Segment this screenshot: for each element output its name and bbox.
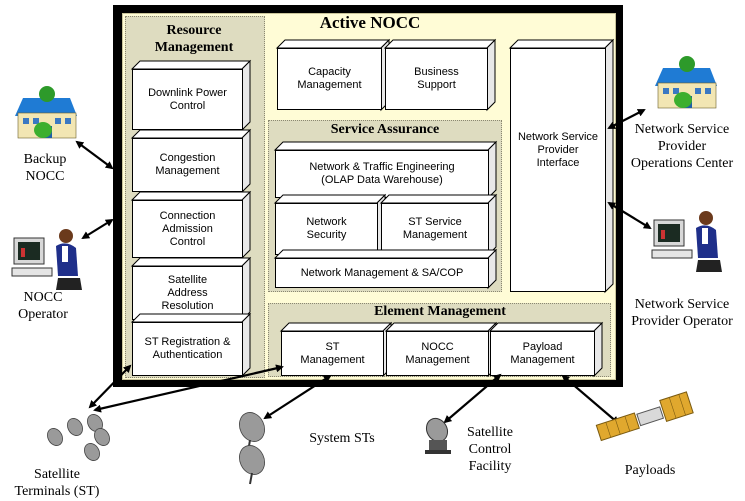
- box-label: Network Security: [275, 203, 378, 255]
- st-service-management-box: ST Service Management: [379, 193, 498, 257]
- satellite-terminals-label: Satellite Terminals (ST): [14, 467, 100, 499]
- satellite-dish-icon: [425, 417, 451, 454]
- box-label: NOCC Management: [386, 331, 489, 376]
- capacity-management-box: Capacity Management: [275, 38, 391, 112]
- building-icon: [655, 56, 717, 109]
- resource-management-title: Resource Management: [154, 23, 234, 55]
- box-label: Network Service Provider Interface: [510, 48, 606, 292]
- congestion-management-box: Congestion Management: [130, 128, 252, 194]
- satellite-control-facility-label: Satellite Control Facility: [467, 425, 513, 474]
- box-label: Capacity Management: [277, 48, 382, 110]
- satellite-dish-icon: [47, 414, 110, 461]
- operator-workstation-icon: [651, 211, 722, 272]
- backup-arrow: [75, 140, 114, 170]
- control-facility-arrow: [443, 373, 502, 424]
- box-label: Satellite Address Resolution: [132, 266, 243, 320]
- system-sts-label: System STs: [309, 431, 375, 446]
- system-sts-arrow: [263, 374, 332, 420]
- box-label: Business Support: [385, 48, 488, 110]
- payloads-label: Payloads: [624, 463, 676, 478]
- nsp-ops-arrow: [607, 109, 646, 129]
- payload-management-box: Payload Management: [488, 321, 604, 378]
- box-label: Congestion Management: [132, 138, 243, 192]
- payloads-arrow: [561, 374, 620, 425]
- nsp-operator-label: Network Service Provider Operator: [631, 297, 733, 329]
- nsp-operations-center-label: Network Service Provider Operations Cent…: [630, 122, 734, 171]
- box-label: Network & Traffic Engineering (OLAP Data…: [275, 150, 489, 198]
- active-nocc-title: Active NOCC: [319, 13, 421, 32]
- terminals-st-arrow: [93, 364, 284, 413]
- box-label: Network Management & SA/COP: [275, 258, 489, 288]
- network-traffic-engineering-box: Network & Traffic Engineering (OLAP Data…: [273, 140, 498, 200]
- nocc-operator-label: NOCC Operator: [18, 290, 68, 322]
- box-label: Connection Admission Control: [132, 200, 243, 258]
- connector-arrows: [75, 109, 652, 425]
- network-security-box: Network Security: [273, 193, 387, 257]
- box-label: ST Service Management: [381, 203, 489, 255]
- nsp-interface-box: Network Service Provider Interface: [508, 38, 615, 294]
- satellite-address-resolution-box: Satellite Address Resolution: [130, 256, 252, 322]
- satellite-dish-icon: [239, 412, 265, 485]
- connection-admission-control-box: Connection Admission Control: [130, 190, 252, 260]
- backup-nocc-label: Backup NOCC: [23, 152, 67, 184]
- operator-arrow: [81, 218, 114, 240]
- nsp-operator-arrow: [607, 201, 652, 230]
- operator-workstation-icon: [11, 229, 82, 290]
- box-label: Payload Management: [490, 331, 595, 376]
- business-support-box: Business Support: [383, 38, 497, 112]
- box-label: ST Management: [281, 331, 384, 376]
- satellite-icon: [595, 391, 694, 442]
- element-management-title: Element Management: [374, 304, 506, 319]
- building-icon: [15, 86, 77, 139]
- service-assurance-title: Service Assurance: [330, 122, 440, 137]
- terminals-arrow: [88, 364, 132, 409]
- network-management-box: Network Management & SA/COP: [273, 248, 498, 290]
